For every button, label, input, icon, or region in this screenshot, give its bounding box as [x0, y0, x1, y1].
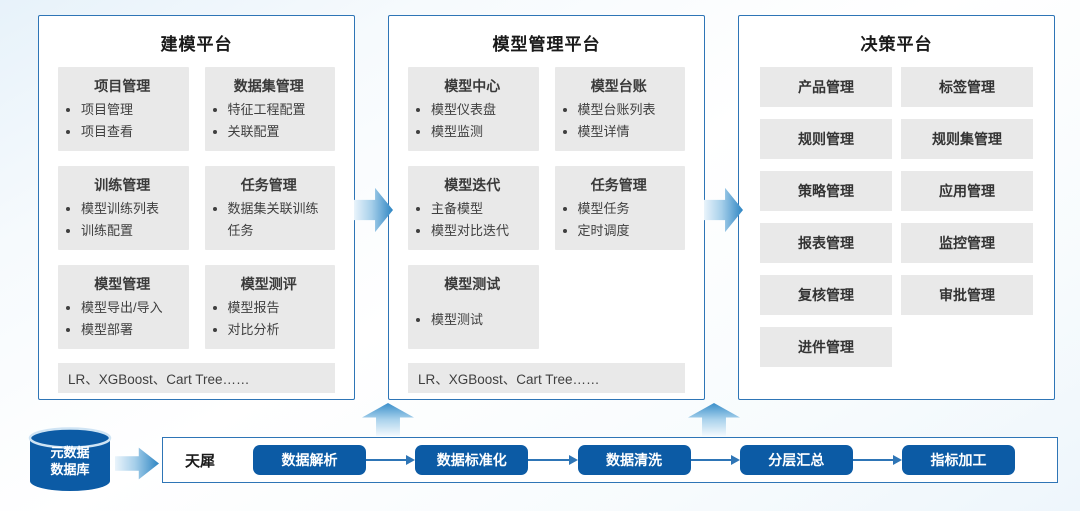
- module-rule-mgmt: 规则管理: [760, 119, 892, 159]
- feature-list: 模型仪表盘 模型监测: [414, 99, 533, 143]
- database-label-line1: 元数据: [50, 445, 90, 460]
- feature-box-model-iteration: 模型迭代 主备模型 模型对比迭代: [408, 166, 539, 250]
- feature-list: 项目管理 项目查看: [64, 99, 183, 143]
- feature-box-model-eval: 模型测评 模型报告 对比分析: [204, 265, 335, 349]
- feature-item: 主备模型: [431, 198, 533, 220]
- model-mgmt-feature-grid: 模型中心 模型仪表盘 模型监测 模型台账 模型台账列表 模型详情 模型迭代 主备…: [408, 67, 685, 349]
- module-report-mgmt: 报表管理: [760, 223, 892, 263]
- database-label: 元数据 数据库: [27, 444, 113, 478]
- module-application-mgmt: 应用管理: [901, 171, 1033, 211]
- module-ruleset-mgmt: 规则集管理: [901, 119, 1033, 159]
- feature-item: 模型监测: [431, 121, 533, 143]
- data-pipeline-bar: 天犀 数据解析 数据标准化 数据清洗 分层汇总 指标加工: [162, 437, 1058, 483]
- feature-list: 模型测试: [414, 309, 533, 331]
- database-label-line2: 数据库: [50, 462, 90, 477]
- decision-module-grid: 产品管理 标签管理 规则管理 规则集管理 策略管理 应用管理 报表管理 监控管理…: [760, 67, 1033, 367]
- module-product-mgmt: 产品管理: [760, 67, 892, 107]
- feature-box-header: 模型台账: [590, 78, 647, 94]
- pipeline-label: 天犀: [185, 452, 216, 470]
- feature-item: 对比分析: [228, 319, 330, 341]
- module-approval-mgmt: 审批管理: [901, 275, 1033, 315]
- connector-arrow-icon: [366, 455, 416, 465]
- feature-list: 模型台账列表 模型详情: [561, 99, 680, 143]
- feature-box-training-mgmt: 训练管理 模型训练列表 训练配置: [58, 166, 189, 250]
- module-label-mgmt: 标签管理: [901, 67, 1033, 107]
- feature-list: 模型报告 对比分析: [211, 297, 330, 341]
- feature-box-header: 模型测试: [444, 276, 501, 292]
- step-data-cleaning: 数据清洗: [577, 445, 691, 475]
- feature-item: 模型报告: [228, 297, 330, 319]
- feature-list: 模型训练列表 训练配置: [64, 198, 183, 242]
- feature-box-task-mgmt-2: 任务管理 模型任务 定时调度: [554, 166, 685, 250]
- feature-box-header: 数据集管理: [233, 78, 304, 94]
- feature-box-task-mgmt: 任务管理 数据集关联训练任务: [204, 166, 335, 250]
- feature-box-model-ledger: 模型台账 模型台账列表 模型详情: [554, 67, 685, 151]
- feature-item: 模型对比迭代: [431, 220, 533, 242]
- feature-box-header: 训练管理: [94, 177, 151, 193]
- arrow-right-database-to-pipeline-icon: [115, 447, 159, 480]
- step-data-parsing: 数据解析: [253, 445, 367, 475]
- feature-item: 模型测试: [431, 309, 533, 331]
- feature-box-header: 项目管理: [94, 78, 151, 94]
- module-monitoring-mgmt: 监控管理: [901, 223, 1033, 263]
- panel-model-management-platform: 模型管理平台 模型中心 模型仪表盘 模型监测 模型台账 模型台账列表 模型详情 …: [388, 15, 705, 400]
- feature-box-project-mgmt: 项目管理 项目管理 项目查看: [58, 67, 189, 151]
- feature-list: 特征工程配置 关联配置: [211, 99, 330, 143]
- feature-box-model-center: 模型中心 模型仪表盘 模型监测: [408, 67, 539, 151]
- connector-arrow-icon: [852, 455, 903, 465]
- metadata-database-cylinder-icon: 元数据 数据库: [27, 427, 113, 493]
- panel-decision-platform: 决策平台 产品管理 标签管理 规则管理 规则集管理 策略管理 应用管理 报表管理…: [738, 15, 1055, 400]
- feature-box-model-mgmt: 模型管理 模型导出/导入 模型部署: [58, 265, 189, 349]
- connector-arrow-icon: [528, 455, 578, 465]
- step-data-standardization: 数据标准化: [415, 445, 529, 475]
- feature-box-model-testing: 模型测试 模型测试: [408, 265, 539, 349]
- feature-box-header: 模型中心: [444, 78, 501, 94]
- feature-list: 模型导出/导入 模型部署: [64, 297, 183, 341]
- feature-item: 定时调度: [578, 220, 680, 242]
- modeling-feature-grid: 项目管理 项目管理 项目查看 数据集管理 特征工程配置 关联配置 训练管理 模型…: [58, 67, 335, 349]
- feature-box-header: 模型管理: [94, 276, 151, 292]
- feature-item: 数据集关联训练任务: [228, 198, 330, 242]
- feature-box-header: 模型测评: [240, 276, 297, 292]
- feature-list: 模型任务 定时调度: [561, 198, 680, 242]
- panel-modeling-title: 建模平台: [160, 35, 233, 54]
- arrow-up-pipeline-to-platforms-left-icon: [362, 403, 414, 436]
- connector-arrow-icon: [690, 455, 740, 465]
- panel-modeling-platform: 建模平台 项目管理 项目管理 项目查看 数据集管理 特征工程配置 关联配置 训练…: [38, 15, 355, 400]
- step-indicator-processing: 指标加工: [902, 445, 1016, 475]
- module-review-mgmt: 复核管理: [760, 275, 892, 315]
- feature-item: 特征工程配置: [228, 99, 330, 121]
- arrow-up-pipeline-to-platforms-right-icon: [688, 403, 740, 436]
- algorithms-strip: LR、XGBoost、Cart Tree……: [408, 363, 685, 393]
- panel-decision-title: 决策平台: [860, 35, 933, 54]
- feature-item: 模型部署: [81, 319, 183, 341]
- feature-item: 项目查看: [81, 121, 183, 143]
- feature-item: 模型导出/导入: [81, 297, 183, 319]
- feature-item: 模型详情: [578, 121, 680, 143]
- feature-box-header: 模型迭代: [444, 177, 501, 193]
- module-intake-mgmt: 进件管理: [760, 327, 892, 367]
- panel-model-mgmt-title: 模型管理平台: [492, 35, 601, 54]
- feature-list: 数据集关联训练任务: [211, 198, 330, 242]
- feature-item: 模型仪表盘: [431, 99, 533, 121]
- feature-item: 关联配置: [228, 121, 330, 143]
- feature-box-header: 任务管理: [240, 177, 297, 193]
- module-strategy-mgmt: 策略管理: [760, 171, 892, 211]
- feature-list: 主备模型 模型对比迭代: [414, 198, 533, 242]
- feature-box-header: 任务管理: [590, 177, 647, 193]
- algorithms-strip: LR、XGBoost、Cart Tree……: [58, 363, 335, 393]
- feature-item: 模型训练列表: [81, 198, 183, 220]
- feature-item: 模型台账列表: [578, 99, 680, 121]
- feature-item: 训练配置: [81, 220, 183, 242]
- feature-box-dataset-mgmt: 数据集管理 特征工程配置 关联配置: [204, 67, 335, 151]
- step-layered-aggregation: 分层汇总: [739, 445, 853, 475]
- feature-item: 项目管理: [81, 99, 183, 121]
- database-cylinder-icon: [28, 427, 112, 491]
- feature-item: 模型任务: [578, 198, 680, 220]
